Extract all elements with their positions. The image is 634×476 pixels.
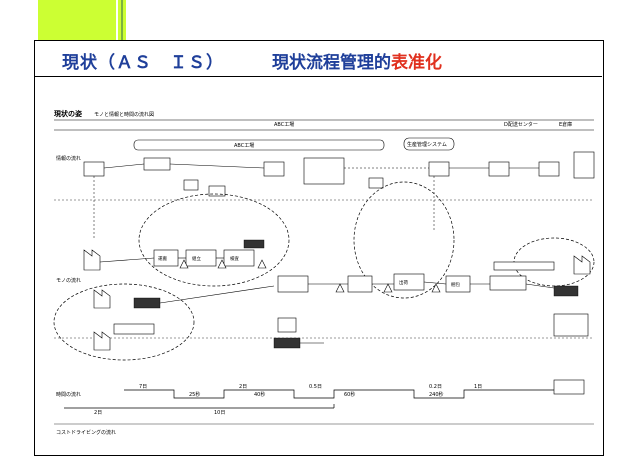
diagram-footer: コストドライビングの流れ: [56, 429, 116, 436]
process-label-3: 検査: [230, 255, 239, 262]
timeline-value-8: 240秒: [429, 391, 444, 398]
timeline: [64, 389, 554, 409]
slide-frame: [34, 40, 604, 456]
shipping-box: [553, 313, 589, 337]
process-label-4: 出荷: [399, 279, 408, 286]
conveyor-strip: [493, 261, 555, 271]
timeline-value-5: 0.5日: [309, 384, 322, 390]
slide-title-right: 現状流程管理的表准化: [272, 48, 442, 73]
info-documents: [83, 151, 595, 197]
timeline-value-11: 10日: [214, 410, 225, 416]
diagram-header: 現状の姿: [54, 109, 82, 118]
truck-icon: [133, 239, 579, 349]
process-label-5: 梱包: [451, 281, 460, 288]
timeline-value-6: 60秒: [344, 391, 355, 398]
system-label-abc: ABC工場: [234, 142, 254, 149]
timeline-value-1: 7日: [139, 384, 147, 390]
goods-arrows: [99, 257, 555, 344]
timeline-value-2: 2日: [239, 384, 247, 390]
title-main-text: 現状流程管理的: [272, 53, 391, 73]
timeline-value-9: 1日: [474, 384, 482, 390]
timeline-value-7: 0.2日: [429, 384, 442, 390]
factory-icon: [83, 249, 591, 351]
system-bar: [133, 139, 385, 151]
top-label-abc: ABC工場: [274, 121, 294, 128]
process-boxes: [113, 249, 527, 335]
process-group-d: [353, 181, 455, 299]
info-arrows: [93, 163, 539, 240]
inventory-triangles: [179, 259, 441, 293]
slide-title-left: 現状（ＡＳ ＩＳ）: [62, 53, 224, 73]
supplier-group: [53, 283, 195, 361]
process-label-2: 組立: [192, 255, 201, 262]
lead-time-box: [553, 379, 585, 395]
process-group-abc: [138, 193, 290, 287]
value-stream-svg: 現状の姿 モノと情報と時間の流れ図 ABC工場 D配送センター E倉庫 ABC工…: [53, 109, 595, 436]
top-label-e: E倉庫: [559, 121, 572, 128]
system-label-prod: 生産管理システム: [407, 141, 447, 148]
row-label-info: 情報の流れ: [56, 155, 81, 162]
timeline-value-3: 25秒: [189, 391, 200, 398]
diagram-header-sub: モノと情報と時間の流れ図: [94, 111, 154, 118]
title-row: [34, 40, 602, 77]
row-label-goods: モノの流れ: [56, 277, 81, 284]
value-stream-diagram: 現状の姿 モノと情報と時間の流れ図 ABC工場 D配送センター E倉庫 ABC工…: [34, 100, 602, 440]
system-bubble: [403, 137, 455, 151]
timeline-value-10: 2日: [94, 410, 102, 416]
title-highlight-text: 表准化: [391, 53, 442, 73]
timeline-value-4: 40秒: [254, 391, 265, 398]
row-label-time: 時間の流れ: [56, 391, 81, 398]
process-label-1: 運搬: [158, 255, 167, 262]
top-label-d: D配送センター: [504, 121, 538, 128]
